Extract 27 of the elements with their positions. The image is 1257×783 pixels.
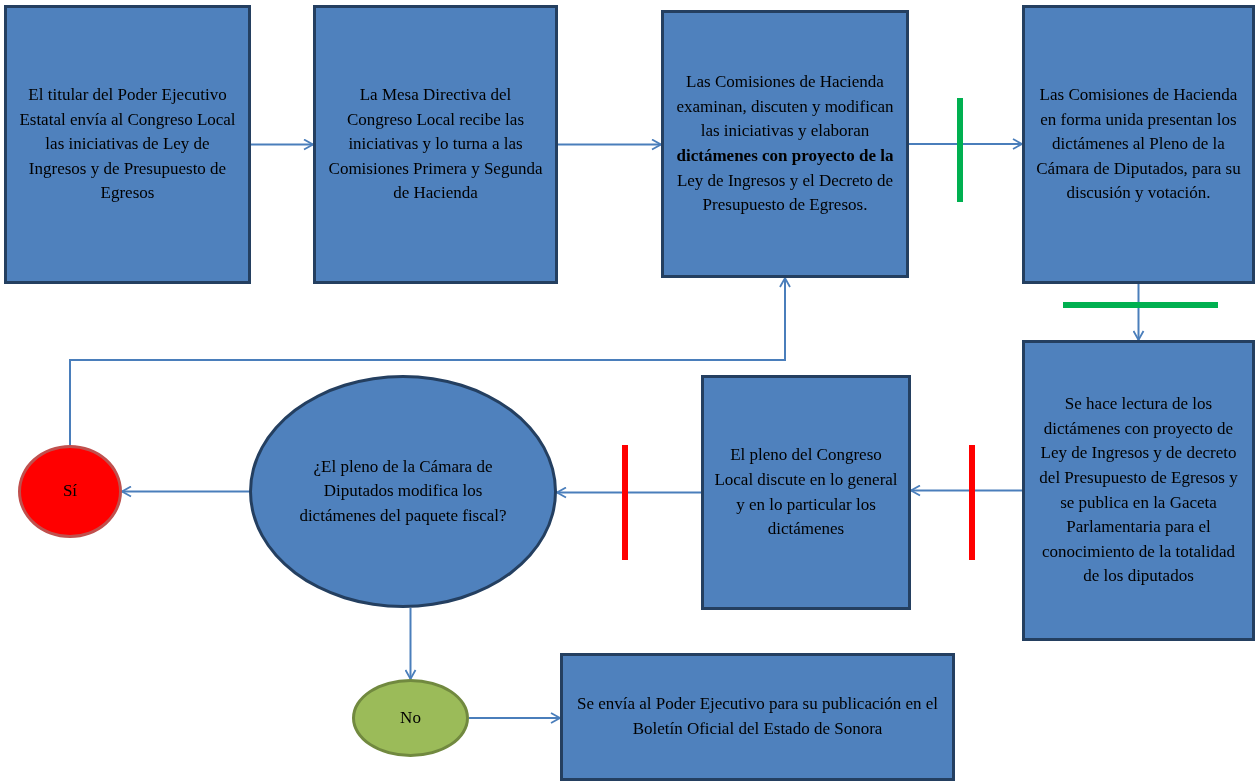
process-box: [661, 10, 909, 278]
node-text: Se hace lectura de los dictámenes con proyecto de Ley de Ingresos y de decreto del Presupuesto de Egresos y se publica en la Gaceta Parlamentaria para el conocimiento de la totalidad de los diputados: [1038, 392, 1239, 588]
node-text: La Mesa Directiva del Congreso Local recibe las iniciativas y lo turna a las Comisiones Primera y Segunda de Hacienda: [327, 83, 544, 205]
node-text: No: [400, 706, 421, 729]
arrow: [404, 607, 417, 680]
node-text: El pleno del Congreso Local discute en lo general y en lo particular los dictámenes: [714, 444, 898, 541]
arrow: [468, 712, 561, 724]
process-box: [313, 5, 558, 284]
node-text: Las Comisiones de Hacienda examinan, discuten y modifican las iniciativas y elaboran dictámenes con proyecto de la Ley de Ingresos y el Decreto de Presupuesto de Egresos.: [675, 71, 895, 217]
node-text: Las Comisiones de Hacienda en forma unida presentan los dictámenes al Pleno de la Cámara de Diputados, para su discusión y votación.: [1035, 83, 1242, 205]
node-text: El titular del Poder Ejecutivo Estatal envía al Congreso Local las iniciativas de Ley de Ingresos y de Presupuesto de Egresos: [18, 83, 237, 205]
arrow: [556, 486, 702, 499]
process-box: [4, 5, 251, 284]
node-text: Sí: [62, 480, 78, 503]
process-box: [1022, 340, 1255, 641]
arrow: [910, 484, 1023, 497]
process-box: [560, 653, 955, 781]
arrow: [250, 138, 314, 151]
process-box: [701, 375, 911, 610]
node-text: ¿El pleno de la Cámara de Diputados modifica los dictámenes del paquete fiscal?: [298, 455, 508, 527]
node-text: Se envía al Poder Ejecutivo para su publicación en el Boletín Oficial del Estado de Sonora: [575, 693, 940, 740]
arrow: [1132, 283, 1145, 341]
arrow: [69, 277, 791, 446]
process-box: [1022, 5, 1255, 284]
arrow: [908, 138, 1023, 150]
arrow: [557, 138, 662, 151]
arrow: [121, 485, 250, 498]
